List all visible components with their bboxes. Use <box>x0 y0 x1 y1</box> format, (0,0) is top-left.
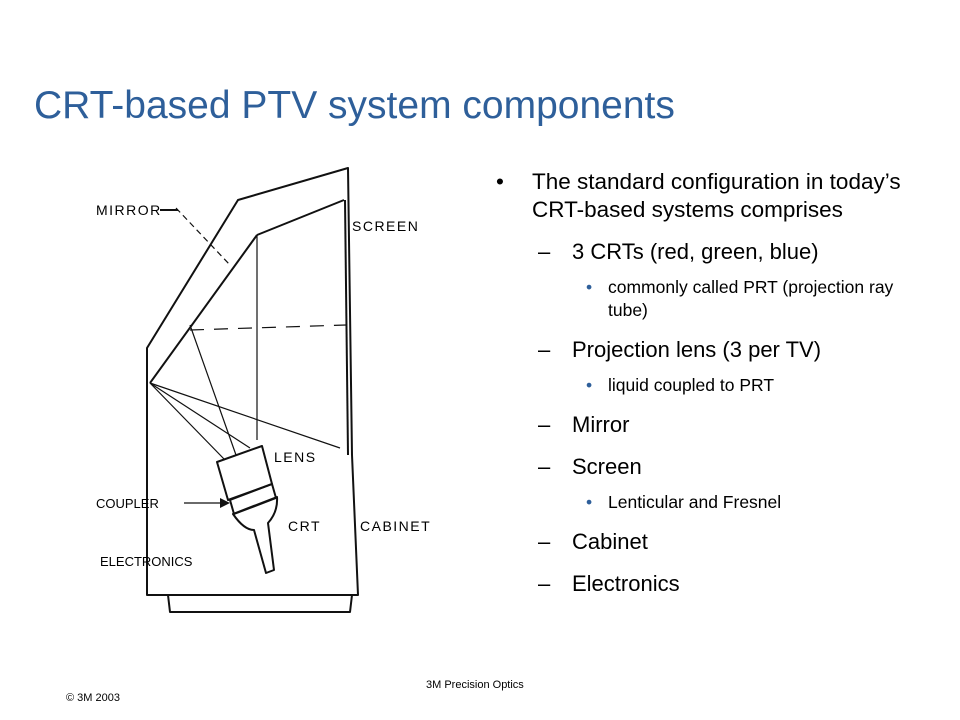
screen-line <box>344 199 349 456</box>
mirror-label: MIRROR <box>96 202 162 218</box>
bullet-marker: • <box>496 169 504 194</box>
coupler-label: COUPLER <box>96 496 159 511</box>
coupler-arrowhead <box>220 498 230 508</box>
sub-bullet-item: – Screen <box>492 453 912 481</box>
sub-bullet-item: – Electronics <box>492 570 912 598</box>
dash-marker: – <box>538 529 551 554</box>
sub-sub-bullet-text: Lenticular and Fresnel <box>608 492 782 512</box>
lens-label: LENS <box>274 449 317 465</box>
cabinet-label: CABINET <box>360 518 431 534</box>
cabinet-outline <box>146 167 359 596</box>
sub-sub-bullet-item: • commonly called PRT (projection ray tu… <box>492 276 912 322</box>
sub-bullet-item: – Mirror <box>492 411 912 439</box>
dash-marker: – <box>538 454 551 479</box>
beam-line <box>189 324 237 456</box>
sub-bullet-item: – Projection lens (3 per TV) <box>492 336 912 364</box>
mirror-lower-edge <box>149 234 258 384</box>
bullet-marker: • <box>586 277 593 297</box>
mirror-leader <box>175 207 231 266</box>
mid-dashed-line <box>189 324 347 331</box>
sub-sub-bullet-text: commonly called PRT (projection ray tube… <box>608 277 894 320</box>
slide-title: CRT-based PTV system components <box>34 84 675 127</box>
beam-line <box>149 382 251 449</box>
electronics-label: ELECTRONICS <box>100 554 193 569</box>
sub-bullet-item: – 3 CRTs (red, green, blue) <box>492 238 912 266</box>
bullet-list: • The standard configuration in today’s … <box>492 168 912 598</box>
beam-line <box>149 382 226 461</box>
copyright-footer: © 3M 2003 <box>66 692 120 704</box>
bullet-marker: • <box>586 375 593 395</box>
sub-sub-bullet-item: • Lenticular and Fresnel <box>492 491 912 514</box>
screen-label: SCREEN <box>352 218 419 234</box>
crt-body <box>232 496 279 574</box>
footer-center-text: 3M Precision Optics <box>426 679 524 691</box>
sub-bullet-text: Mirror <box>572 412 630 437</box>
sub-bullet-text: Screen <box>572 454 642 479</box>
sub-bullet-text: 3 CRTs (red, green, blue) <box>572 239 819 264</box>
mirror-line <box>256 199 345 236</box>
lens-body <box>216 445 273 501</box>
dash-marker: – <box>538 412 551 437</box>
bullet-marker: • <box>586 492 593 512</box>
bullet-item: • The standard configuration in today’s … <box>492 168 912 224</box>
sub-sub-bullet-item: • liquid coupled to PRT <box>492 374 912 397</box>
dash-marker: – <box>538 337 551 362</box>
bullet-text: The standard configuration in today’s CR… <box>532 169 901 222</box>
dash-marker: – <box>538 571 551 596</box>
cabinet-base <box>167 594 353 613</box>
sub-sub-bullet-text: liquid coupled to PRT <box>608 375 775 395</box>
sub-bullet-item: – Cabinet <box>492 528 912 556</box>
crt-label: CRT <box>288 518 321 534</box>
beam-line <box>149 382 341 449</box>
sub-bullet-text: Electronics <box>572 571 680 596</box>
sub-bullet-text: Cabinet <box>572 529 648 554</box>
sub-bullet-text: Projection lens (3 per TV) <box>572 337 822 362</box>
dash-marker: – <box>538 239 551 264</box>
